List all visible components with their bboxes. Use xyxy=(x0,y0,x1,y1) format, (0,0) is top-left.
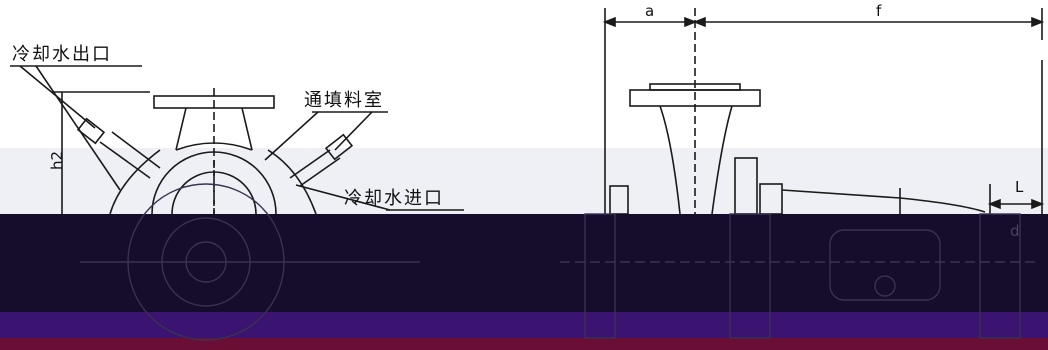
left-cooling-nozzle xyxy=(76,117,106,145)
right-cooling-nozzle xyxy=(324,133,354,161)
dimension-h2-label: h2 xyxy=(48,150,66,170)
dimension-f-label: f xyxy=(876,2,882,20)
packing-chamber-label: 通填料室 xyxy=(304,90,384,111)
dimension-a-label: a xyxy=(645,2,655,20)
haze-band xyxy=(0,148,1048,214)
dimension-d-label: d xyxy=(1010,222,1020,240)
dimension-L-label: L xyxy=(1015,178,1024,196)
purple-band xyxy=(0,312,1048,338)
volute-casing xyxy=(109,149,317,215)
packing-leader-1 xyxy=(264,111,319,161)
red-band xyxy=(0,338,1048,350)
packing-leader-2 xyxy=(334,111,373,151)
cooling-water-inlet-label: 冷却水进口 xyxy=(344,188,444,209)
cooling-water-outlet-label: 冷却水出口 xyxy=(12,44,112,65)
dark-band xyxy=(0,214,1048,312)
inlet-leader xyxy=(295,184,391,211)
outlet-leader-2 xyxy=(35,65,121,191)
